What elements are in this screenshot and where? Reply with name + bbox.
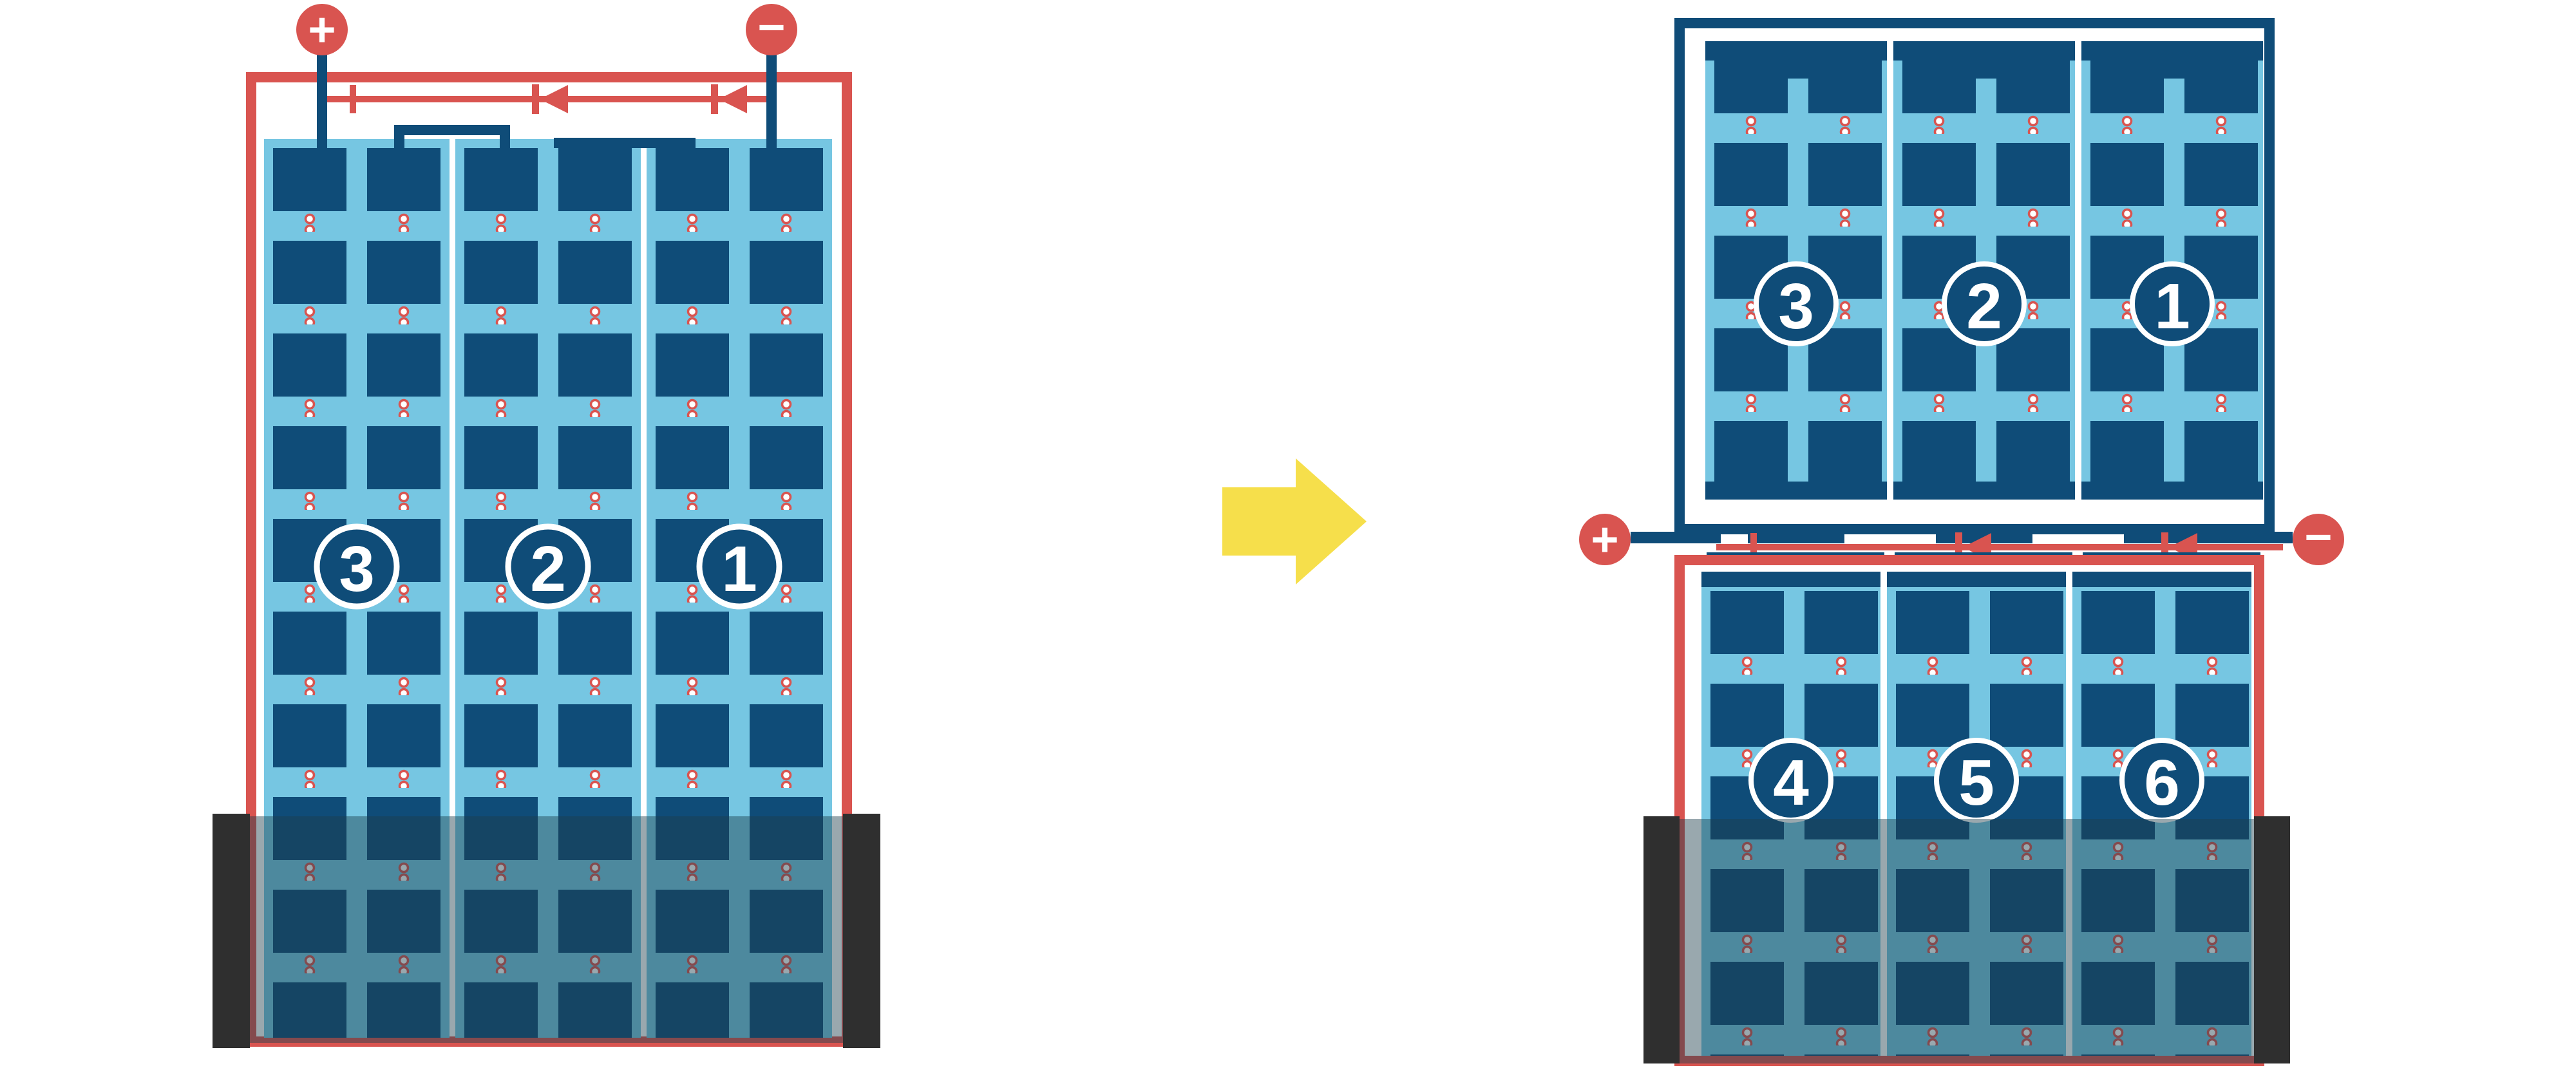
terminal-stem	[1631, 532, 1721, 543]
top-busbar	[2081, 41, 2263, 61]
bottom-busbar	[1893, 482, 2075, 500]
busbar-tab	[2137, 61, 2208, 79]
cell-group-badge: 1	[696, 523, 782, 610]
cell-string-column	[2072, 572, 2251, 1056]
mounting-bar	[2254, 816, 2290, 1063]
cell-group-badge: 2	[1942, 261, 2027, 346]
negative-terminal: −	[746, 1, 797, 55]
top-busbar	[1705, 41, 1887, 61]
cell-group-badge: 4	[1748, 738, 1833, 823]
cell-group-label: 1	[721, 533, 757, 605]
cell-group-badge: 3	[1754, 261, 1839, 346]
cell-group-label: 1	[2154, 270, 2190, 342]
negative-terminal: −	[2293, 511, 2344, 565]
terminal-stem	[317, 54, 327, 158]
minus-icon	[2293, 514, 2344, 565]
flood-water-overlay	[1680, 819, 2254, 1063]
cell-group-label: 4	[1773, 747, 1809, 819]
bypass-wire	[322, 84, 772, 114]
mounting-bar	[843, 814, 880, 1048]
top-busbar	[1893, 41, 2075, 61]
terminal-stem	[2210, 532, 2293, 543]
minus-symbol: −	[757, 1, 785, 54]
mounting-bar	[1643, 816, 1680, 1063]
left-panel: + − 3 2 1	[213, 1, 880, 1048]
right-top-panel: 3 2 1	[1674, 18, 2275, 534]
top-busbar	[1887, 572, 2066, 587]
cell-group-label: 5	[1958, 747, 1994, 819]
flood-water-overlay	[250, 816, 843, 1043]
busbar-tab	[1761, 61, 1832, 79]
cell-group-badge: 5	[1934, 738, 2019, 823]
busbar-tab	[1949, 61, 2020, 79]
mounting-bar	[213, 814, 250, 1048]
cell-group-badge: 3	[314, 523, 400, 610]
wire-tick	[1750, 533, 1757, 561]
minus-icon	[746, 4, 797, 55]
bottom-busbar	[2081, 482, 2263, 500]
top-busbar	[1701, 572, 1880, 587]
cell-group-label: 3	[1778, 270, 1814, 342]
string-jumper	[394, 125, 696, 162]
plus-symbol: +	[308, 3, 336, 57]
positive-terminal: +	[296, 3, 348, 57]
bottom-busbar	[1705, 482, 1887, 500]
cell-group-badge: 1	[2130, 261, 2215, 346]
cell-group-label: 6	[2144, 747, 2180, 819]
cell-group-label: 2	[1966, 270, 2002, 342]
minus-symbol: −	[2304, 511, 2332, 564]
bypass-wire	[1716, 532, 2283, 562]
positive-terminal: +	[1579, 513, 1631, 567]
terminal-stem	[766, 54, 777, 158]
cell-group-label: 2	[530, 533, 566, 605]
transform-arrow-icon	[1222, 458, 1367, 585]
plus-icon	[296, 4, 348, 55]
top-busbar	[2072, 572, 2251, 587]
junction-busbar-dash	[1748, 532, 1844, 543]
junction-busbar-dash	[2124, 532, 2221, 543]
plus-symbol: +	[1591, 513, 1618, 567]
cell-group-badge: 2	[505, 523, 591, 610]
wire-tick	[350, 85, 356, 113]
cell-group-badge: 6	[2119, 738, 2204, 823]
cell-group-label: 3	[339, 533, 375, 605]
right-bottom-panel: 4 5 6	[1643, 555, 2290, 1066]
plus-icon	[1579, 514, 1631, 565]
